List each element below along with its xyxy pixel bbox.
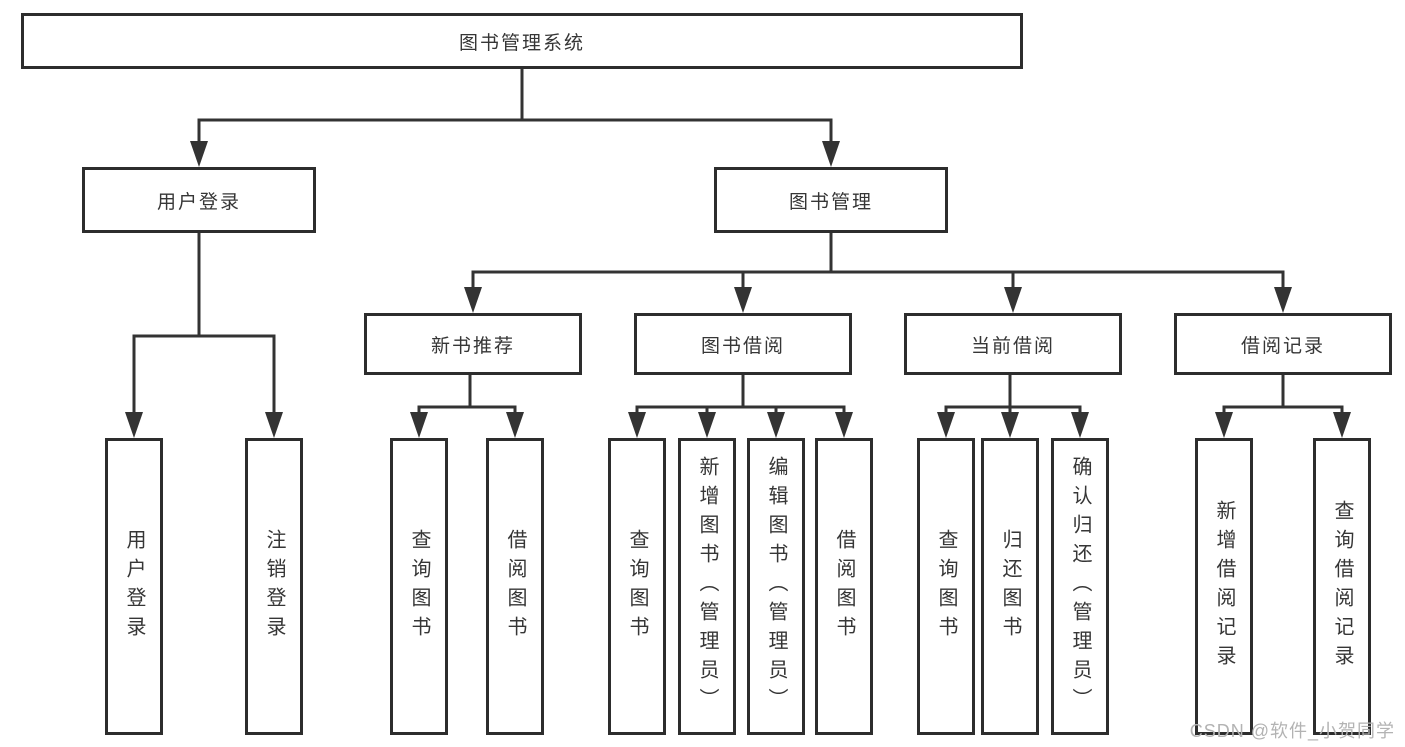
connector-new-book-branch <box>417 405 517 414</box>
leaf-nb-borrow-books: 借阅图书 <box>486 438 544 735</box>
arrowhead <box>1274 287 1292 313</box>
arrowhead <box>767 412 785 438</box>
arrowhead <box>734 287 752 313</box>
connector-user-login-branch <box>132 334 276 414</box>
arrowheads <box>125 141 1351 438</box>
arrowhead <box>265 412 283 438</box>
connector-current-borrow-branch <box>944 405 1082 414</box>
connector-borrow-records-branch <box>1222 405 1344 414</box>
leaf-cb-confirm-return-admin: 确认归还（管理员） <box>1051 438 1109 735</box>
leaf-bb-add-books-admin: 新增图书（管理员） <box>678 438 736 735</box>
arrowhead <box>937 412 955 438</box>
leaf-br-query-record: 查询借阅记录 <box>1313 438 1371 735</box>
arrowhead <box>1215 412 1233 438</box>
node-borrow-records: 借阅记录 <box>1174 313 1392 375</box>
node-user-login: 用户登录 <box>82 167 316 233</box>
arrowhead <box>628 412 646 438</box>
leaf-br-add-record: 新增借阅记录 <box>1195 438 1253 735</box>
node-root: 图书管理系统 <box>21 13 1023 69</box>
arrowhead <box>125 412 143 438</box>
arrowhead <box>698 412 716 438</box>
node-new-book-recommend: 新书推荐 <box>364 313 582 375</box>
connector-book-borrow-branch <box>635 405 846 414</box>
connector-root-branch <box>197 118 833 146</box>
leaf-user-login: 用户登录 <box>105 438 163 735</box>
node-book-borrow: 图书借阅 <box>634 313 852 375</box>
arrowhead <box>822 141 840 167</box>
leaf-bb-borrow-books: 借阅图书 <box>815 438 873 735</box>
node-current-borrow: 当前借阅 <box>904 313 1122 375</box>
arrowhead <box>1001 412 1019 438</box>
node-book-management: 图书管理 <box>714 167 948 233</box>
arrowhead <box>190 141 208 167</box>
leaf-cb-return-books: 归还图书 <box>981 438 1039 735</box>
leaf-bb-query-books: 查询图书 <box>608 438 666 735</box>
arrowhead <box>835 412 853 438</box>
leaf-nb-query-books: 查询图书 <box>390 438 448 735</box>
arrowhead <box>1071 412 1089 438</box>
connector-book-mgmt-branch <box>471 270 1285 289</box>
arrowhead <box>506 412 524 438</box>
arrowhead <box>1004 287 1022 313</box>
arrowhead <box>464 287 482 313</box>
leaf-bb-edit-books-admin: 编辑图书（管理员） <box>747 438 805 735</box>
arrowhead <box>1333 412 1351 438</box>
arrowhead <box>410 412 428 438</box>
watermark: CSDN @软件_小贺同学 <box>1189 721 1395 741</box>
leaf-logout-login: 注销登录 <box>245 438 303 735</box>
leaf-cb-query-books: 查询图书 <box>917 438 975 735</box>
